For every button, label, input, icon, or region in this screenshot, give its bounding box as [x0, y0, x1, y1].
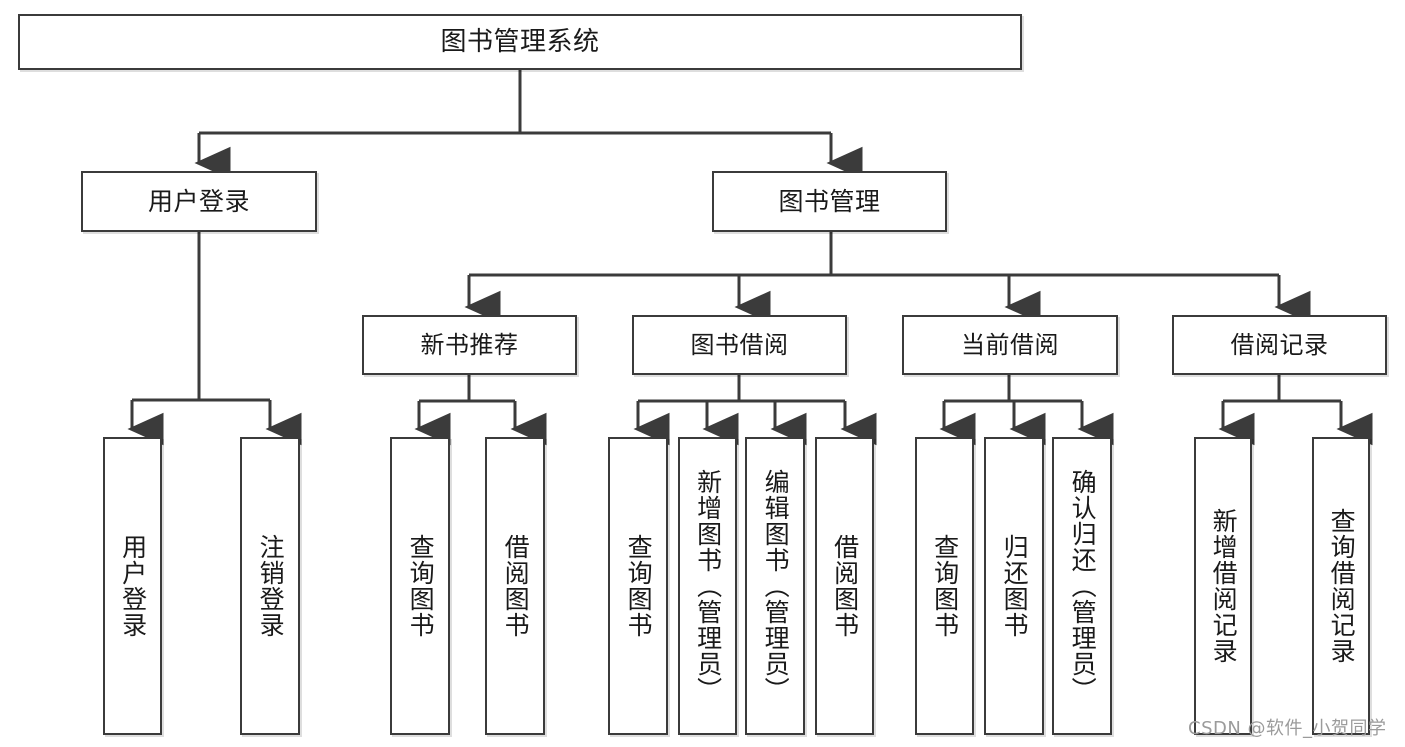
node-label: 用户登录	[147, 186, 250, 216]
node-leaf-query-book-1[interactable]: 查询图书	[390, 437, 450, 735]
node-label: 图书借阅	[690, 330, 789, 359]
node-label: 新书推荐	[420, 330, 519, 359]
node-label: 编辑图书（管理员）	[761, 469, 791, 703]
node-label: 查询借阅记录	[1327, 508, 1357, 664]
node-leaf-edit-book-admin[interactable]: 编辑图书（管理员）	[745, 437, 805, 735]
node-label: 确认归还（管理员）	[1068, 469, 1098, 703]
node-label: 借阅图书	[501, 534, 531, 638]
edge-group-bookborrow-to-leaves	[633, 375, 877, 446]
node-leaf-query-borrow-record[interactable]: 查询借阅记录	[1312, 437, 1370, 735]
watermark-text: CSDN @软件_小贺同学	[1188, 718, 1387, 739]
node-leaf-user-login[interactable]: 用户登录	[103, 437, 162, 735]
node-label: 归还图书	[1000, 534, 1030, 638]
node-leaf-borrow-book-1[interactable]: 借阅图书	[485, 437, 545, 735]
node-label: 当前借阅	[961, 330, 1059, 359]
node-leaf-borrow-book-2[interactable]: 借阅图书	[815, 437, 874, 735]
node-book-borrow[interactable]: 图书借阅	[632, 315, 847, 375]
node-borrow-record[interactable]: 借阅记录	[1172, 315, 1387, 375]
node-new-book-recommend[interactable]: 新书推荐	[362, 315, 577, 375]
edge-group-root-to-level2	[194, 70, 863, 180]
edge-group-booklogin-to-leaves	[127, 232, 302, 446]
edge-group-borrowrecord-to-leaves	[1218, 375, 1373, 446]
node-leaf-return-book[interactable]: 归还图书	[984, 437, 1044, 735]
node-label: 借阅图书	[830, 534, 860, 638]
node-root-system[interactable]: 图书管理系统	[18, 14, 1022, 70]
node-label: 借阅记录	[1230, 330, 1329, 359]
node-label: 图书管理	[778, 186, 881, 216]
node-label: 查询图书	[406, 534, 436, 638]
node-leaf-logout-login[interactable]: 注销登录	[240, 437, 300, 735]
node-label: 新增图书（管理员）	[693, 469, 723, 703]
node-book-manage[interactable]: 图书管理	[712, 171, 947, 232]
node-label: 图书管理系统	[440, 26, 600, 57]
node-leaf-add-book-admin[interactable]: 新增图书（管理员）	[678, 437, 737, 735]
node-label: 查询图书	[624, 534, 654, 638]
node-leaf-confirm-return-admin[interactable]: 确认归还（管理员）	[1052, 437, 1112, 735]
node-label: 用户登录	[118, 534, 148, 638]
edge-group-currentborrow-to-leaves	[939, 375, 1114, 446]
node-leaf-query-book-2[interactable]: 查询图书	[608, 437, 668, 735]
node-label: 注销登录	[256, 534, 286, 638]
node-leaf-add-borrow-record[interactable]: 新增借阅记录	[1194, 437, 1252, 735]
node-current-borrow[interactable]: 当前借阅	[902, 315, 1118, 375]
node-leaf-query-book-3[interactable]: 查询图书	[915, 437, 974, 735]
node-user-login[interactable]: 用户登录	[81, 171, 317, 232]
edge-group-newbook-to-leaves	[414, 375, 547, 446]
node-label: 新增借阅记录	[1209, 508, 1239, 664]
node-label: 查询图书	[930, 534, 960, 638]
edge-group-bookmanage-to-level3	[464, 232, 1311, 324]
